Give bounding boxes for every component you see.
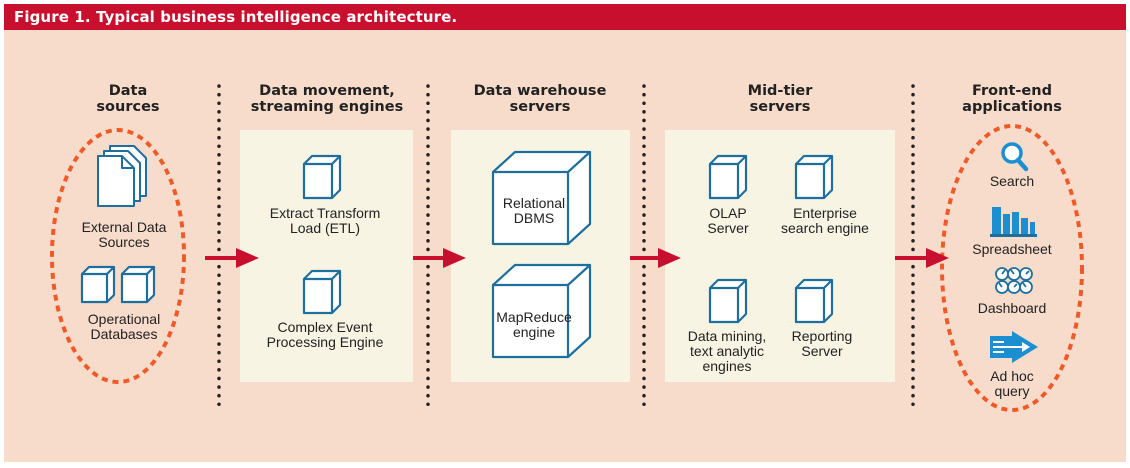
arrow-3 — [630, 248, 681, 268]
heading-line: Data movement, — [259, 83, 395, 99]
heading-line: Data — [108, 83, 148, 99]
front-end-oval — [940, 124, 1084, 412]
label-line: Processing Engine — [266, 334, 384, 350]
label-line: Reporting — [791, 328, 853, 344]
label-line: Server — [801, 343, 843, 359]
olap-server-label: OLAP Server — [683, 206, 773, 236]
gauges-icon — [995, 267, 1033, 294]
arrow-2 — [413, 248, 466, 268]
documents-icon — [97, 145, 147, 207]
dashboard-label: Dashboard — [977, 300, 1047, 316]
heading-line: servers — [509, 99, 571, 115]
label-line: Databases — [90, 326, 158, 342]
bar-chart-icon — [990, 207, 1037, 237]
adhoc-query-label: Ad hoc query — [962, 369, 1062, 399]
reporting-server-label: Reporting Server — [772, 329, 872, 359]
label-line: Relational — [502, 195, 566, 211]
label-line: DBMS — [513, 210, 555, 226]
cep-cube-icon — [302, 269, 342, 315]
label-line: Sources — [98, 234, 150, 250]
heading-front-end: Front-end applications — [942, 83, 1082, 115]
heading-line: sources — [96, 99, 160, 115]
figure-banner: Figure 1. Typical business intelligence … — [4, 4, 1126, 30]
label-line: Data mining, — [687, 328, 767, 344]
label-line: Operational — [87, 311, 161, 327]
etl-label: Extract Transform Load (ETL) — [245, 206, 405, 236]
enterprise-search-label: Enterprise search engine — [766, 206, 884, 236]
database-cube-icon-2 — [120, 265, 156, 304]
label-line: engines — [702, 358, 752, 374]
heading-line: Front-end — [972, 83, 1052, 99]
heading-data-warehouse: Data warehouse servers — [450, 83, 630, 115]
panel-mid-tier — [665, 130, 895, 382]
enterprise-cube-icon — [794, 154, 834, 200]
query-arrow-icon — [990, 331, 1038, 363]
heading-line: applications — [962, 99, 1062, 115]
label-line: Ad hoc — [990, 368, 1034, 384]
external-data-sources-label: External Data Sources — [64, 220, 184, 250]
label-line: MapReduce — [496, 309, 572, 325]
mining-cube-icon — [708, 278, 748, 324]
etl-cube-icon — [302, 154, 342, 200]
label-line: Enterprise — [793, 205, 857, 221]
search-label: Search — [989, 173, 1035, 189]
operational-databases-label: Operational Databases — [64, 312, 184, 342]
label-line: search engine — [781, 220, 869, 236]
heading-line: streaming engines — [250, 99, 404, 115]
label-line: text analytic — [690, 343, 764, 359]
reporting-cube-icon — [794, 278, 834, 324]
label-line: query — [994, 383, 1030, 399]
spreadsheet-label: Spreadsheet — [972, 241, 1052, 257]
arrow-4 — [895, 248, 949, 268]
label-line: Load (ETL) — [289, 220, 361, 236]
heading-mid-tier: Mid-tier servers — [700, 83, 860, 115]
data-mining-label: Data mining, text analytic engines — [675, 329, 779, 374]
label-line: engine — [512, 324, 556, 340]
label-line: OLAP — [709, 205, 747, 221]
relational-dbms-label: Relational DBMS — [493, 196, 575, 226]
heading-data-sources: Data sources — [68, 83, 188, 115]
label-line: Complex Event — [277, 319, 373, 335]
heading-line: servers — [749, 99, 811, 115]
heading-line: Mid-tier — [747, 83, 813, 99]
label-line: External Data — [81, 219, 167, 235]
mapreduce-engine-label: MapReduce engine — [493, 310, 575, 340]
olap-cube-icon — [708, 154, 748, 200]
heading-data-movement: Data movement, streaming engines — [232, 83, 422, 115]
data-sources-oval — [50, 128, 186, 384]
cep-label: Complex Event Processing Engine — [245, 320, 405, 350]
figure-title: Figure 1. Typical business intelligence … — [14, 8, 458, 26]
arrow-1 — [205, 248, 259, 268]
label-line: Extract Transform — [269, 205, 381, 221]
heading-line: Data warehouse — [473, 83, 607, 99]
label-line: Server — [707, 220, 749, 236]
database-cube-icon-1 — [80, 265, 116, 304]
magnifier-icon — [1001, 142, 1029, 172]
